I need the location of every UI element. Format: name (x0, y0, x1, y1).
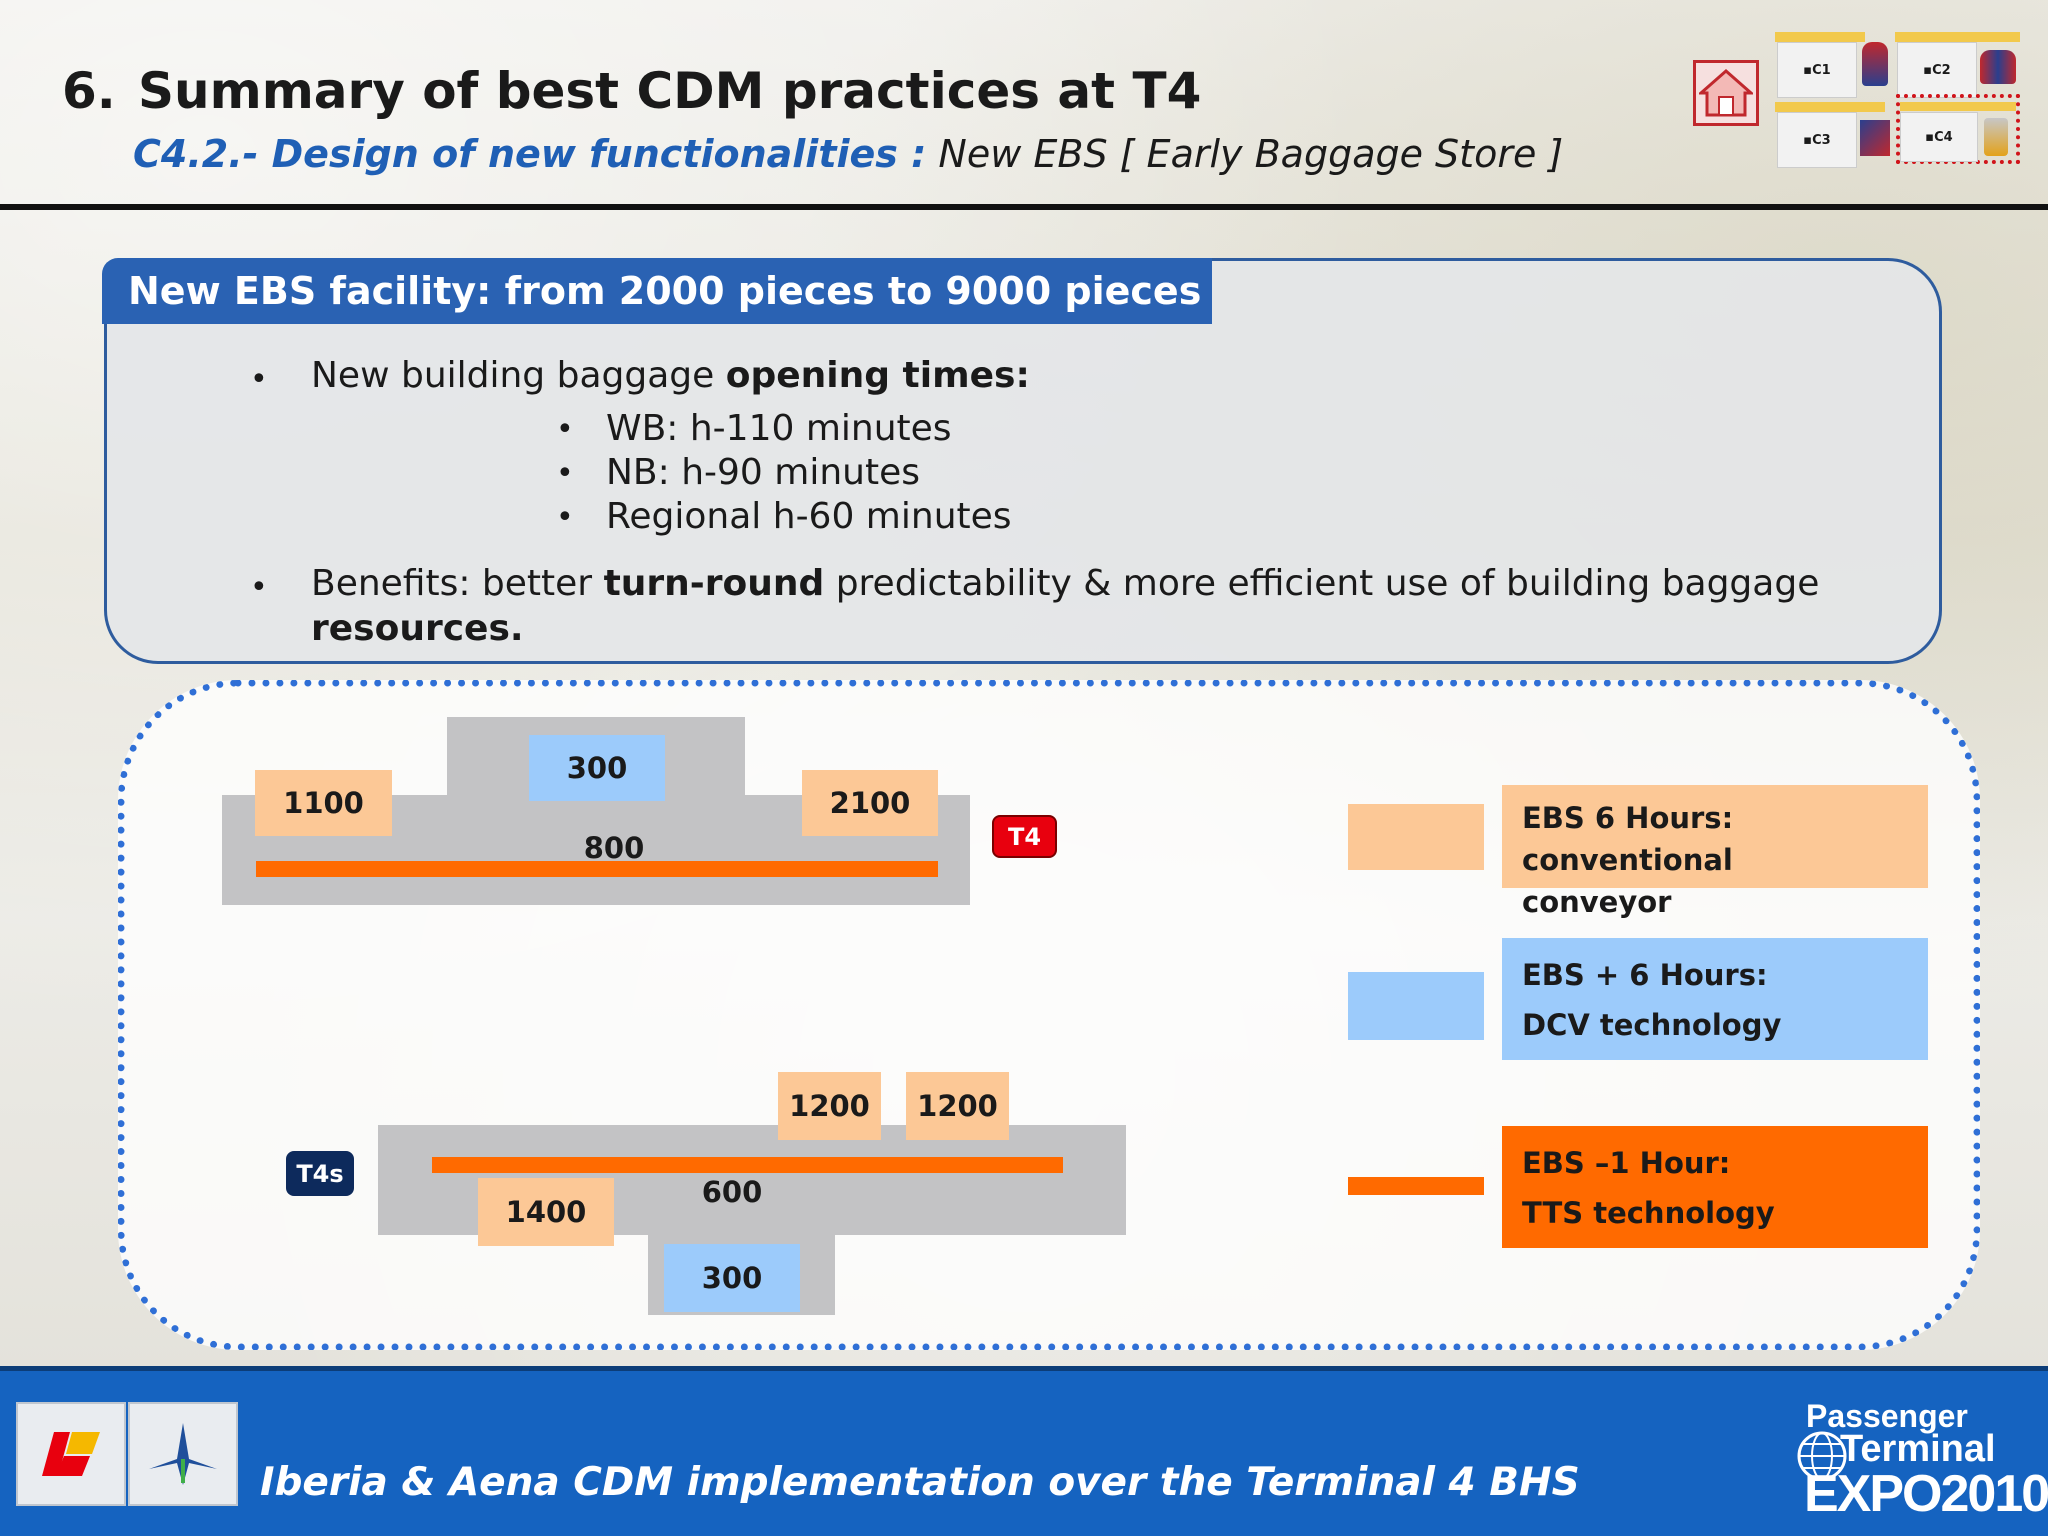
expo-logo-line3: EXPO2010 (1804, 1465, 2048, 1523)
nav-c2-button[interactable]: ▪C2 (1897, 42, 1977, 98)
nav-c4-button[interactable]: ▪C4 (1900, 112, 1978, 162)
c2-thumb-header (1895, 32, 2020, 42)
bullet-text: predictability & more efficient use of b… (824, 563, 1820, 604)
expo-logo: Passenger Terminal EXPO2010 (1796, 1386, 2048, 1526)
subtitle-description: New EBS [ Early Baggage Store ] (926, 132, 1564, 176)
c1-thumb-header (1775, 32, 1865, 42)
c3-thumb-header (1775, 102, 1885, 112)
c3-people-icon (1860, 120, 1890, 156)
sub-bullet-dot: • (556, 412, 574, 447)
legend-dcv-label: EBS + 6 Hours: DCV technology (1502, 938, 1928, 1060)
legend-line: EBS 6 Hours: conventional (1522, 801, 1734, 877)
bullet-bold-text: turn-round (603, 563, 825, 604)
bullet-benefits: Benefits: better turn-round predictabili… (311, 563, 1819, 604)
bullet-benefits-line2: resources. (311, 608, 524, 649)
legend-conventional-label: EBS 6 Hours: conventional conveyor (1502, 785, 1928, 919)
sub-bullet-dot: • (556, 456, 574, 491)
c4-selected-frame (1896, 94, 2020, 164)
t4s-left-ebs: 1400 (478, 1178, 614, 1246)
section-number: 6. (62, 62, 116, 120)
t4-center-ebs: 800 (583, 831, 645, 865)
legend-tts-swatch (1348, 1177, 1484, 1195)
legend-line: EBS –1 Hour: (1522, 1146, 1731, 1180)
t4s-top2-ebs: 1200 (906, 1072, 1009, 1140)
c4-thumb-header (1900, 102, 2016, 111)
t4s-bottom-ebs: 300 (664, 1244, 800, 1312)
aena-logo-icon (149, 1423, 217, 1485)
panel-heading: New EBS facility: from 2000 pieces to 90… (102, 258, 1212, 324)
nav-c3-button[interactable]: ▪C3 (1777, 112, 1857, 168)
iberia-logo (16, 1402, 126, 1506)
t4-tts-line (256, 861, 938, 877)
legend-line: TTS technology (1522, 1196, 1775, 1230)
sub-bullet-dot: • (556, 500, 574, 535)
c2-people-icon (1980, 50, 2016, 84)
c4-robot-icon (1984, 118, 2008, 156)
bullet-opening-times: New building baggage opening times: (311, 355, 1030, 396)
sub-bullet-nb: NB: h-90 minutes (606, 452, 920, 493)
t4-right-ebs: 2100 (802, 770, 938, 836)
t4-badge: T4 (992, 815, 1057, 858)
legend-conventional-swatch (1348, 804, 1484, 870)
home-button[interactable] (1693, 60, 1759, 126)
iberia-logo-icon (42, 1432, 100, 1476)
footer-text: Iberia & Aena CDM implementation over th… (260, 1460, 1580, 1505)
home-icon (1699, 69, 1753, 117)
nav-c1-button[interactable]: ▪C1 (1777, 42, 1857, 98)
footer-bar (0, 1366, 2048, 1536)
bullet-text: Benefits: better (311, 563, 604, 604)
sub-bullet-regional: Regional h-60 minutes (606, 496, 1012, 537)
t4s-center-ebs: 600 (701, 1175, 763, 1209)
t4s-badge: T4s (286, 1151, 354, 1196)
legend-line: EBS + 6 Hours: (1522, 958, 1768, 992)
bullet-dot: • (250, 362, 268, 397)
subtitle-code: C4.2.- Design of new functionalities : (133, 132, 927, 176)
sub-bullet-wb: WB: h-110 minutes (606, 408, 952, 449)
legend-line: DCV technology (1522, 1008, 1782, 1042)
header-divider (0, 204, 2048, 210)
page-subtitle: C4.2.- Design of new functionalities : N… (133, 132, 1563, 176)
bullet-text: New building baggage (311, 355, 726, 396)
legend-line: conveyor (1522, 885, 1672, 919)
c1-people-icon (1862, 42, 1888, 86)
aena-logo (128, 1402, 238, 1506)
t4s-top1-ebs: 1200 (778, 1072, 881, 1140)
expo-logo-line2: Terminal (1840, 1428, 1996, 1470)
bullet-dot: • (250, 570, 268, 605)
expo-logo-line1: Passenger (1806, 1398, 1968, 1434)
globe-icon (1797, 1431, 1847, 1481)
legend-tts-label: EBS –1 Hour: TTS technology (1502, 1126, 1928, 1248)
bullet-bold-text: opening times: (725, 355, 1030, 396)
page-title: Summary of best CDM practices at T4 (138, 62, 1202, 120)
t4s-tts-line (432, 1157, 1063, 1173)
t4-top-ebs: 300 (529, 735, 665, 801)
t4-left-ebs: 1100 (255, 770, 392, 836)
legend-dcv-swatch (1348, 972, 1484, 1040)
